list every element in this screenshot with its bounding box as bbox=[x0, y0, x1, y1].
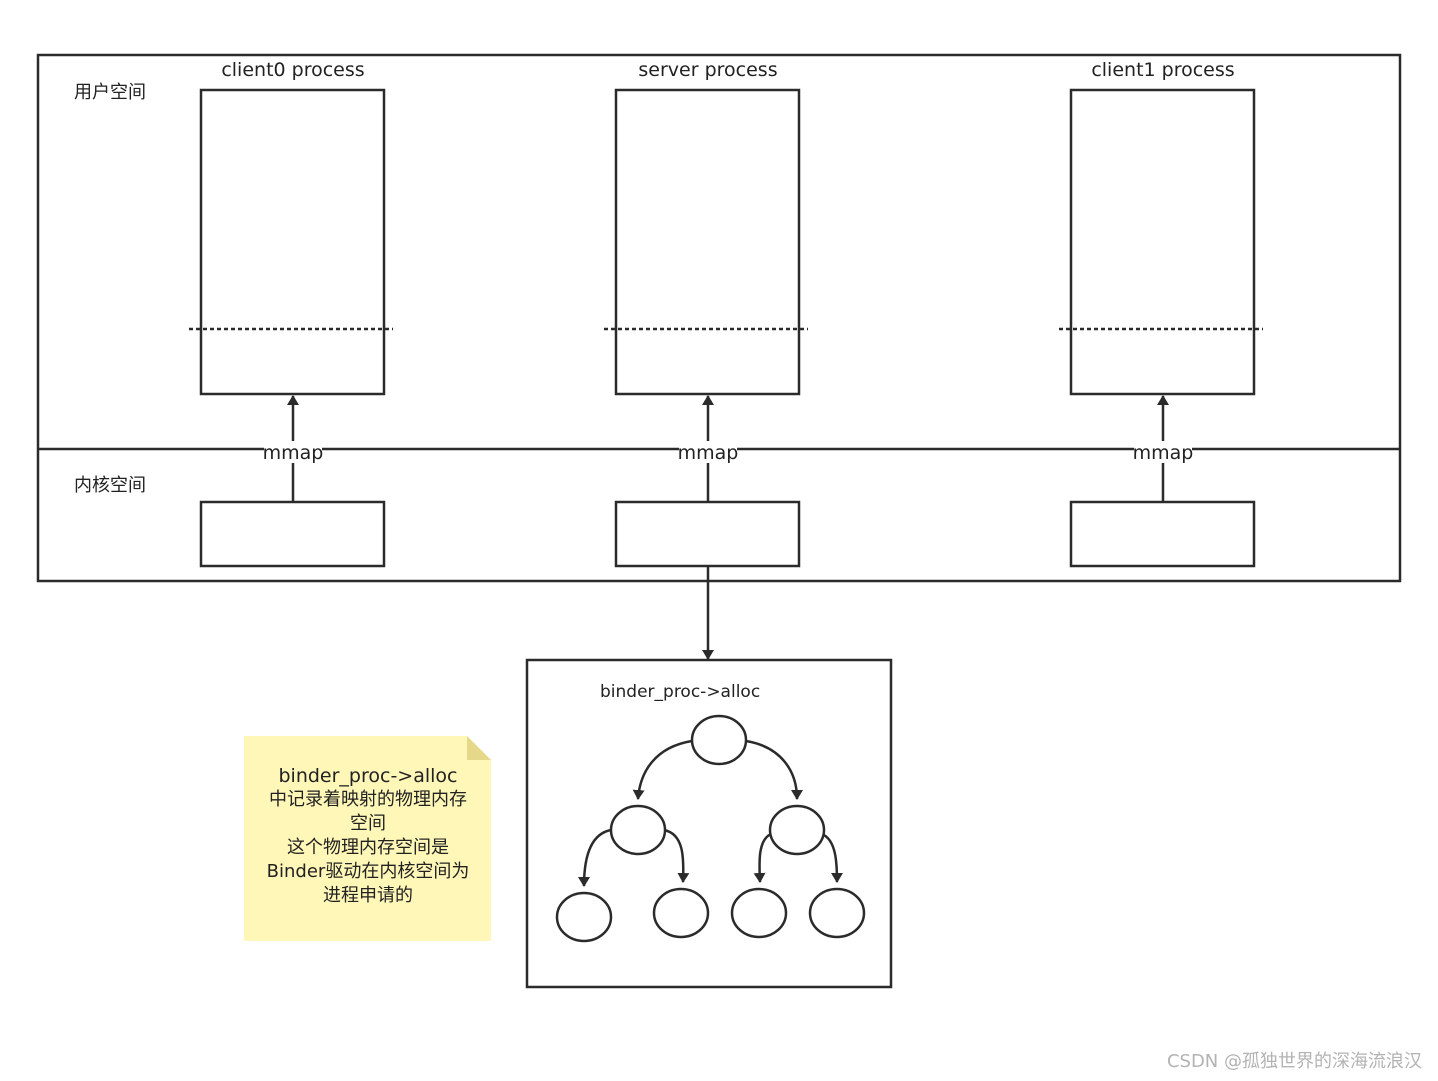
process-client0-kernel-buffer bbox=[199, 500, 386, 568]
alloc-tree bbox=[555, 714, 866, 943]
note-line: Binder驱动在内核空间为 bbox=[266, 861, 470, 882]
tree-node-right-right bbox=[808, 887, 866, 939]
process-client0: client0 process mmap bbox=[189, 59, 393, 568]
address-space-frame bbox=[36, 53, 1402, 583]
process-client0-user-memory bbox=[199, 88, 386, 396]
tree-node-root bbox=[690, 714, 748, 766]
tree-node-left-right bbox=[652, 887, 710, 939]
tree-node-right bbox=[768, 804, 826, 856]
sticky-note bbox=[244, 736, 491, 941]
tree-node-left-left bbox=[555, 891, 613, 943]
user-space-label: 用户空间 bbox=[74, 82, 146, 103]
watermark: CSDN @孤独世界的深海流浪汉 bbox=[1166, 1051, 1422, 1072]
tree-edge-root-right bbox=[745, 739, 803, 800]
alloc-box: binder_proc->alloc bbox=[525, 658, 893, 989]
process-client0-mmap-label-bg bbox=[264, 441, 322, 463]
process-client1: client1 process mmap bbox=[1059, 59, 1263, 568]
tree-edge-right-leaf2 bbox=[821, 832, 843, 883]
process-client1-kernel-buffer bbox=[1069, 500, 1256, 568]
tree-edge-right-leaf1 bbox=[753, 832, 772, 883]
alloc-box-frame bbox=[525, 658, 893, 989]
process-server-mmap-label-bg bbox=[679, 441, 737, 463]
process-client1-mmap-label: mmap bbox=[1133, 442, 1194, 464]
process-server-title: server process bbox=[638, 59, 777, 81]
process-client1-mmap-label-bg bbox=[1134, 441, 1192, 463]
sticky-note-fold bbox=[467, 736, 491, 760]
note-line: 中记录着映射的物理内存 bbox=[269, 789, 467, 810]
process-client1-title: client1 process bbox=[1091, 59, 1234, 81]
process-client0-mmap-label: mmap bbox=[263, 442, 324, 464]
tree-edge-left-leaf1 bbox=[578, 828, 612, 887]
process-server-user-memory bbox=[614, 88, 801, 396]
note-line: binder_proc->alloc bbox=[278, 765, 458, 787]
tree-edge-left-leaf2 bbox=[663, 828, 690, 883]
tree-edge-root-left bbox=[632, 739, 693, 800]
tree-node-right-left bbox=[730, 887, 788, 939]
note-line: 进程申请的 bbox=[323, 885, 413, 906]
process-client1-user-memory bbox=[1069, 88, 1256, 396]
process-server-mmap-label: mmap bbox=[678, 442, 739, 464]
sticky-note-body bbox=[244, 736, 491, 941]
note-line: 这个物理内存空间是 bbox=[287, 837, 449, 858]
tree-node-left bbox=[609, 804, 667, 856]
alloc-box-title: binder_proc->alloc bbox=[600, 682, 760, 702]
process-server: server process mmap bbox=[604, 59, 808, 660]
sticky-note-text: binder_proc->alloc 中记录着映射的物理内存 空间 这个物理内存… bbox=[246, 764, 490, 908]
kernel-space-label: 内核空间 bbox=[74, 475, 146, 496]
note-line: 空间 bbox=[350, 813, 386, 834]
process-client0-title: client0 process bbox=[221, 59, 364, 81]
process-server-kernel-buffer bbox=[614, 500, 801, 568]
